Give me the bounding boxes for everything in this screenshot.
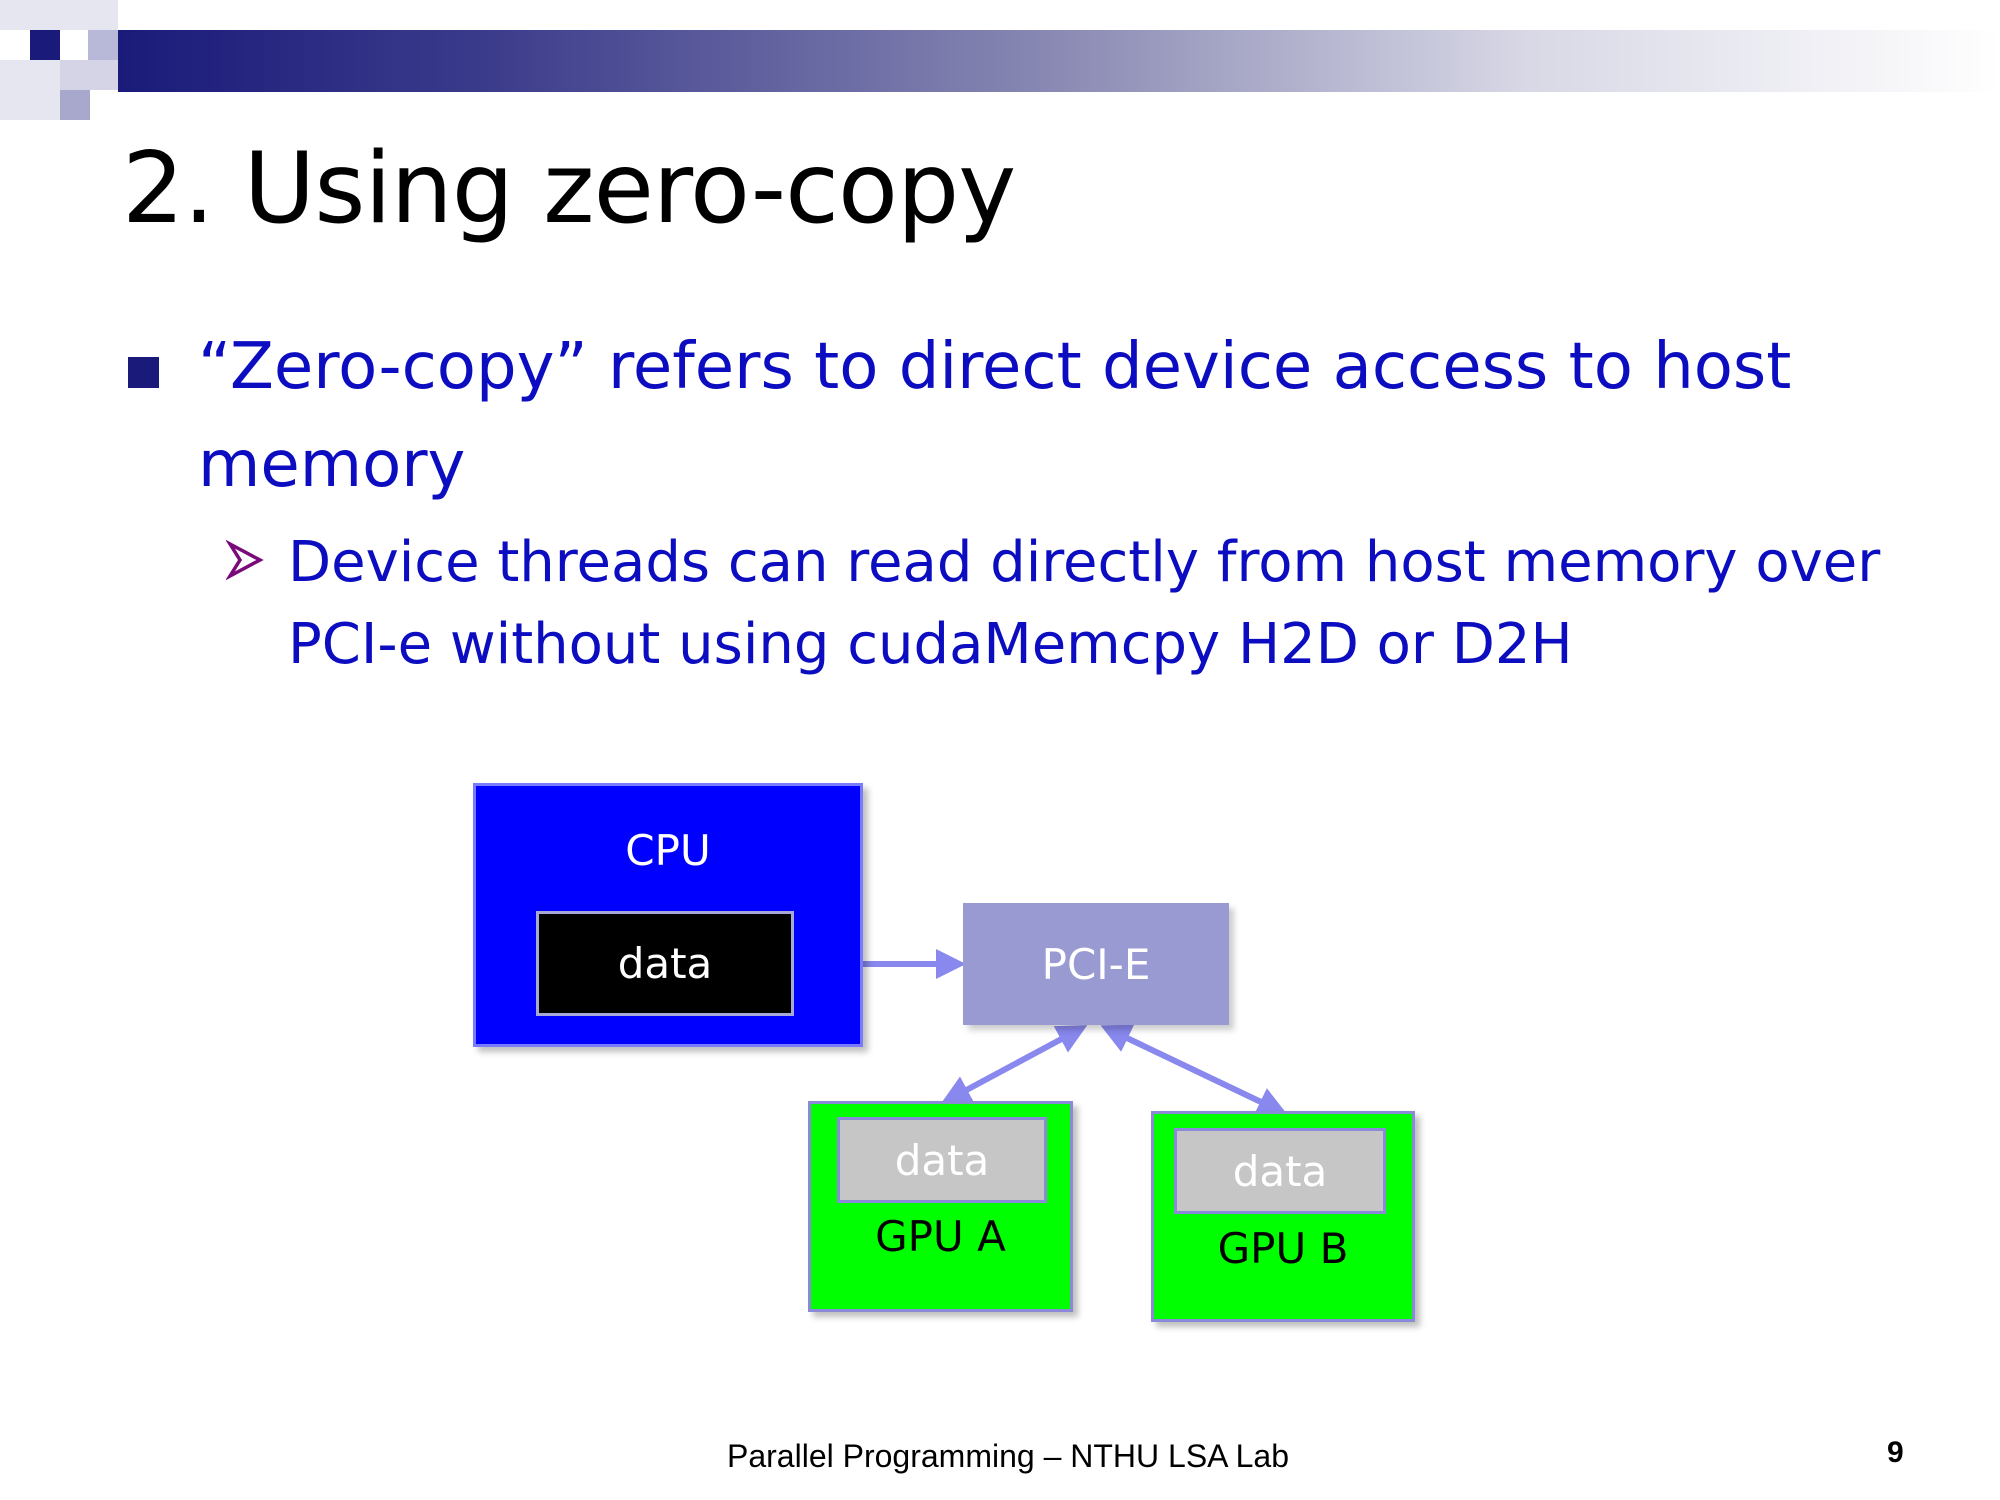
gpu-a-label: GPU A — [875, 1212, 1006, 1261]
header-square — [0, 0, 118, 30]
gpu-a-data-box: data — [837, 1117, 1047, 1203]
pcie-gpu-a-arrow — [940, 1025, 1088, 1104]
header-gradient-bar — [118, 30, 2000, 92]
cpu-label: CPU — [625, 826, 711, 875]
header-square — [0, 60, 60, 120]
footer-text: Parallel Programming – NTHU LSA Lab — [727, 1438, 1290, 1474]
header-decoration — [0, 0, 2000, 130]
gpu-b-data-box: data — [1174, 1128, 1386, 1214]
arrow-bullet-icon — [225, 539, 266, 584]
pcie-box: PCI-E — [963, 903, 1229, 1025]
header-square — [30, 30, 60, 60]
square-bullet-icon — [128, 357, 159, 388]
page-title: 2. Using zero-copy — [122, 132, 1016, 246]
page-number: 9 — [1887, 1436, 1904, 1469]
cpu-data-box: data — [536, 911, 794, 1016]
gpu-b-label: GPU B — [1217, 1224, 1349, 1273]
header-square — [88, 30, 118, 60]
pcie-gpu-b-arrow — [1100, 1024, 1288, 1116]
header-square — [60, 90, 90, 120]
sub-bullet-text: Device threads can read directly from ho… — [288, 530, 1881, 677]
header-square — [60, 60, 118, 90]
bullet-text: “Zero-copy” refers to direct device acce… — [198, 330, 1792, 502]
